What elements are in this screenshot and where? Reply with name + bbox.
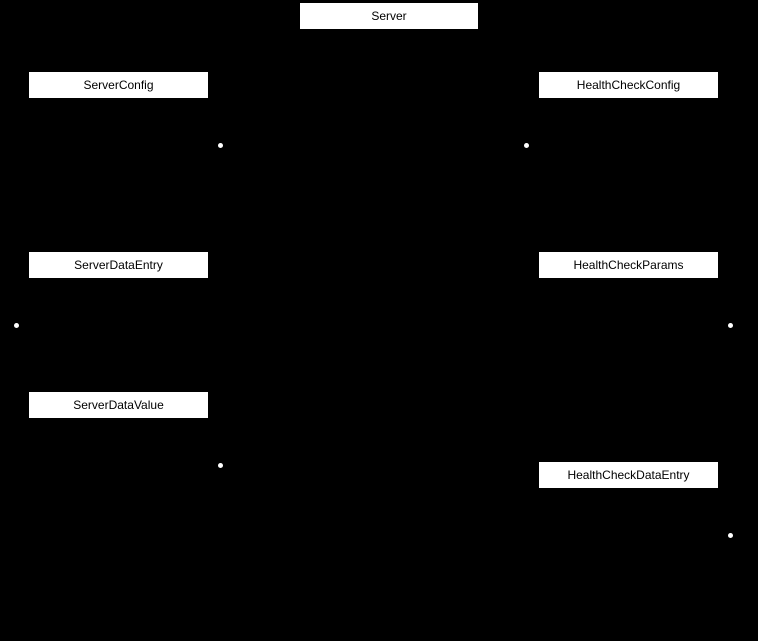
connector-endpoint-dot — [217, 142, 223, 148]
connector-endpoint-dot — [523, 142, 529, 148]
class-node-label: HealthCheckConfig — [576, 78, 681, 92]
connector-endpoint-dot — [727, 532, 733, 538]
class-node-label: ServerDataEntry — [74, 258, 163, 272]
class-node-server[interactable]: Server — [300, 3, 478, 29]
connector-endpoint-dot — [217, 462, 223, 468]
connector-endpoint-dot — [13, 322, 19, 328]
class-node-label: ServerDataValue — [73, 398, 164, 412]
class-node-label: Server — [371, 9, 407, 23]
class-node-server-config[interactable]: ServerConfig — [29, 72, 208, 98]
connector-endpoint-dot — [727, 322, 733, 328]
class-node-health-check-params[interactable]: HealthCheckParams — [539, 252, 718, 278]
class-node-health-check-config[interactable]: HealthCheckConfig — [539, 72, 718, 98]
class-node-label: HealthCheckParams — [573, 258, 684, 272]
class-node-label: HealthCheckDataEntry — [567, 468, 690, 482]
class-node-health-check-data-entry[interactable]: HealthCheckDataEntry — [539, 462, 718, 488]
class-node-server-data-entry[interactable]: ServerDataEntry — [29, 252, 208, 278]
class-node-server-data-value[interactable]: ServerDataValue — [29, 392, 208, 418]
class-node-label: ServerConfig — [83, 78, 154, 92]
